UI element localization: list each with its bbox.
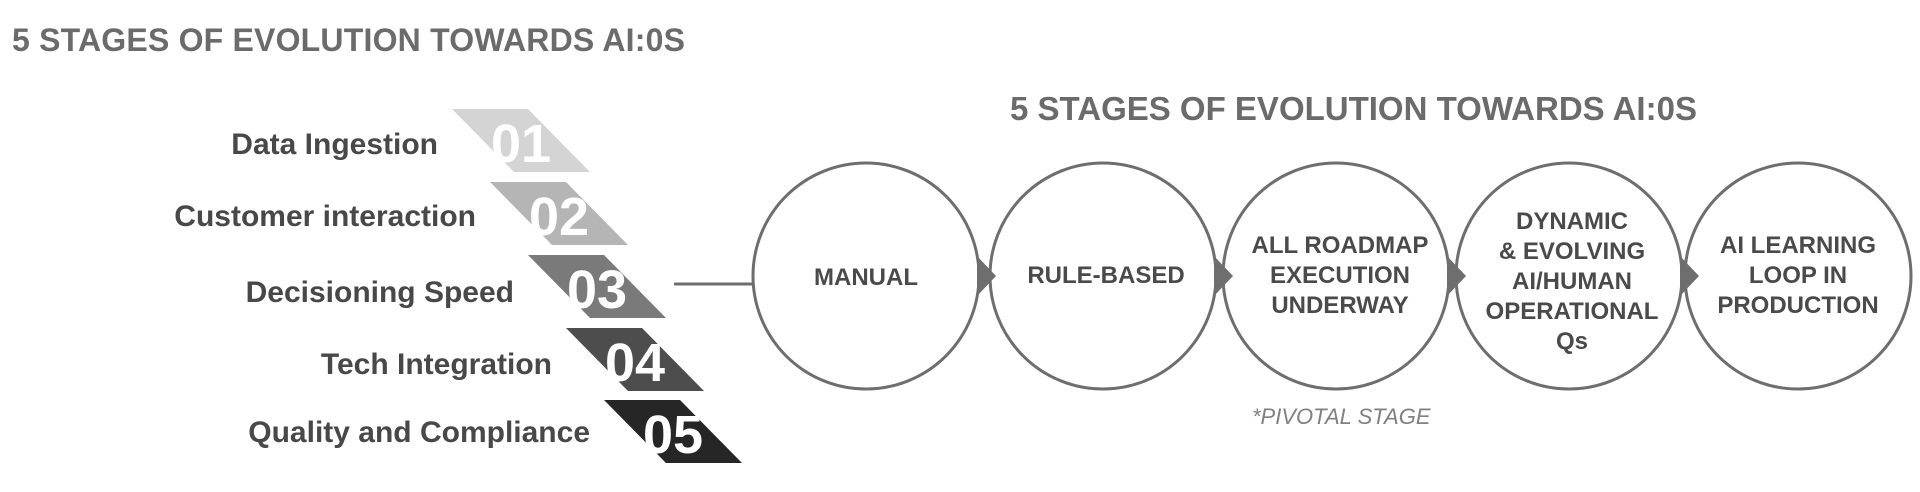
stage-block-05 bbox=[604, 400, 742, 463]
arrow-3 bbox=[1447, 256, 1466, 296]
stage-block-01 bbox=[452, 109, 590, 172]
stage-label-decisioning-speed: Decisioning Speed bbox=[245, 276, 514, 309]
stage-number-blocks: 01 02 03 04 05 bbox=[452, 109, 742, 465]
pivotal-stage-note: *PIVOTAL STAGE bbox=[1252, 404, 1431, 429]
stage-block-02 bbox=[490, 182, 628, 245]
stage-number-02: 02 bbox=[529, 187, 589, 247]
diagram-title: 5 STAGES OF EVOLUTION TOWARDS AI:0S bbox=[1010, 90, 1697, 127]
stage-label-quality-and-compliance: Quality and Compliance bbox=[248, 416, 590, 449]
circle-text-ai-learning-loop: AI LEARNING LOOP IN PRODUCTION bbox=[1717, 232, 1879, 319]
stage-label-data-ingestion: Data Ingestion bbox=[231, 128, 438, 161]
arrow-4 bbox=[1680, 256, 1699, 296]
stage-label-customer-interaction: Customer interaction bbox=[174, 200, 476, 233]
circle-text-rule-based: RULE-BASED bbox=[1027, 262, 1185, 289]
stage-number-05: 05 bbox=[643, 405, 703, 465]
stage-circles bbox=[751, 161, 1913, 391]
stage-block-04 bbox=[566, 328, 704, 391]
stage-number-04: 04 bbox=[605, 333, 665, 393]
page-title: 5 STAGES OF EVOLUTION TOWARDS AI:0S bbox=[12, 22, 686, 58]
circle-text-manual: MANUAL bbox=[814, 264, 918, 291]
stage-number-01: 01 bbox=[491, 114, 551, 174]
arrow-1 bbox=[977, 256, 996, 296]
stage-block-03 bbox=[528, 255, 666, 318]
stage-label-tech-integration: Tech Integration bbox=[320, 348, 552, 381]
circle-text-roadmap-execution: ALL ROADMAP EXECUTION UNDERWAY bbox=[1251, 232, 1429, 319]
arrow-2 bbox=[1214, 256, 1233, 296]
circle-text-dynamic-evolving: DYNAMIC & EVOLVING AI/HUMAN OPERATIONAL … bbox=[1485, 208, 1659, 355]
stage-number-03: 03 bbox=[567, 260, 627, 320]
stage-arrows bbox=[977, 256, 1699, 296]
